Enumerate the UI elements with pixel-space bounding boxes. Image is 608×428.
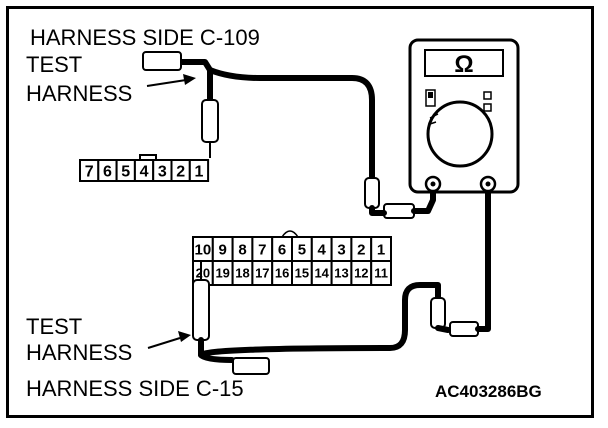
c15-pin-19: 19 xyxy=(215,266,229,281)
harness-side-c15-label: HARNESS SIDE C-15 xyxy=(26,376,244,401)
indicator-icon-lower xyxy=(483,103,492,112)
test-harness-top xyxy=(142,51,375,181)
c15-pin-13: 13 xyxy=(334,266,348,281)
c15-pin-17: 17 xyxy=(255,266,269,281)
c109-pin-4: 4 xyxy=(140,163,149,180)
ohmmeter: Ω xyxy=(408,38,520,194)
c15-pin-5: 5 xyxy=(298,241,306,258)
c15-pin-12: 12 xyxy=(354,266,368,281)
c15-pin-4: 4 xyxy=(318,241,327,258)
c15-pin-11: 11 xyxy=(374,266,388,281)
indicator-icon-upper xyxy=(483,91,492,100)
c109-pin-1-cell xyxy=(188,159,210,182)
c15-pin-3: 3 xyxy=(337,241,345,258)
test-probe-bottom xyxy=(192,279,210,341)
test-harness-bottom-label-line2: HARNESS xyxy=(26,340,132,365)
ohmmeter-dial[interactable] xyxy=(426,100,494,168)
alligator-clip-top xyxy=(364,177,380,209)
c15-pin-16: 16 xyxy=(275,266,289,281)
meter-plug-right xyxy=(449,321,479,337)
test-harness-bottom xyxy=(192,183,491,375)
test-harness-top-label-line1: TEST xyxy=(26,52,82,77)
alligator-clip-bottom xyxy=(430,297,446,329)
arrow-bottom-icon xyxy=(147,331,191,349)
meter-plug-left xyxy=(383,203,415,219)
c109-pin-6: 6 xyxy=(103,163,112,180)
c15-pin-20: 20 xyxy=(196,266,210,281)
harness-side-c109-label: HARNESS SIDE C-109 xyxy=(30,25,260,50)
c15-pin-2: 2 xyxy=(357,241,365,258)
ohmmeter-display xyxy=(424,49,504,77)
test-harness-bottom-label-line1: TEST xyxy=(26,314,82,339)
c15-pin-9: 9 xyxy=(219,241,227,258)
c109-pin-7: 7 xyxy=(85,163,94,180)
c109-pin-3: 3 xyxy=(158,163,167,180)
c15-pin-14: 14 xyxy=(314,266,329,281)
c15-pin-11-cell xyxy=(370,260,393,286)
c109-pin-2: 2 xyxy=(176,163,185,180)
c109-pin-1: 1 xyxy=(194,163,203,180)
c15-pin-8: 8 xyxy=(238,241,246,258)
c15-pin-7: 7 xyxy=(258,241,266,258)
test-harness-plug-bottom xyxy=(232,357,270,375)
ohm-symbol: Ω xyxy=(454,51,473,78)
c109-pin-5: 5 xyxy=(121,163,130,180)
c15-pin-15: 15 xyxy=(295,266,309,281)
test-probe-top xyxy=(201,99,219,143)
c15-pin-10: 10 xyxy=(195,241,212,258)
c15-pin-1: 1 xyxy=(377,241,385,258)
figure-code-label: AC403286BG xyxy=(435,382,542,401)
c15-pin-6: 6 xyxy=(278,241,286,258)
test-harness-top-label-line2: HARNESS xyxy=(26,81,132,106)
arrow-top-icon xyxy=(146,74,196,87)
test-harness-plug-top xyxy=(142,51,182,71)
c15-pin-18: 18 xyxy=(235,266,249,281)
